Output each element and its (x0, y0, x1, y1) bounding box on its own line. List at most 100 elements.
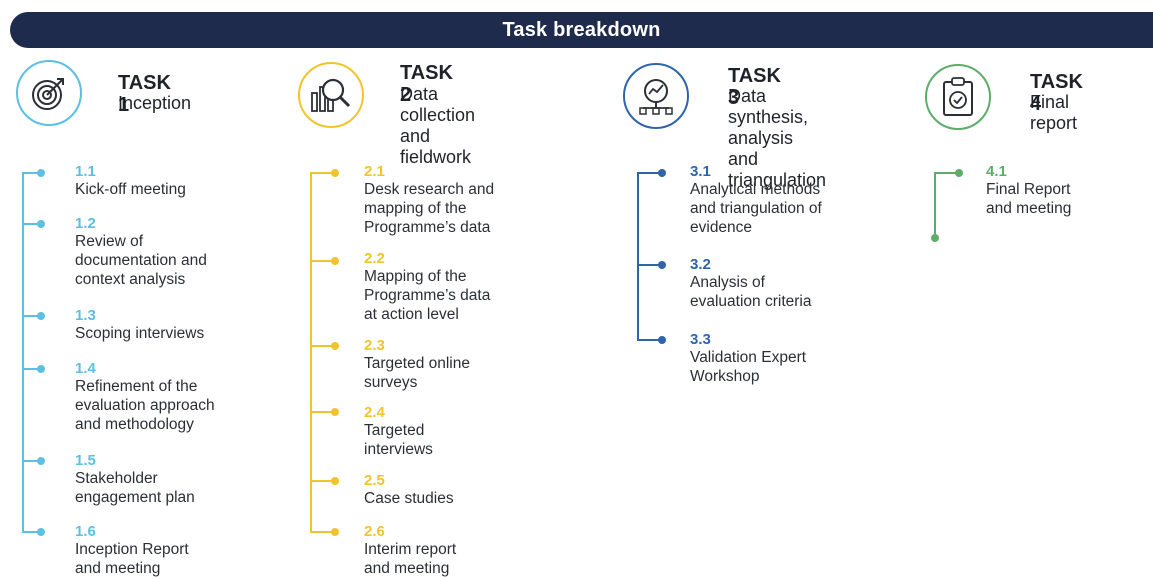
task-2-timeline-line (310, 172, 312, 532)
item-number: 1.1 (75, 163, 96, 180)
task-2-connector (310, 411, 332, 413)
task-1-dot (37, 169, 45, 177)
task-1-icon-circle (16, 60, 82, 126)
item-label: Interim report and meeting (364, 541, 457, 577)
task-1-title: TASK 1 (118, 72, 171, 116)
item-label: Scoping interviews (75, 325, 205, 342)
task-2-item: 2.1 Desk research and mapping of the Pro… (364, 163, 564, 237)
item-number: 1.3 (75, 307, 96, 324)
task-3-item: 3.1 Analytical methods and triangulation… (690, 163, 890, 237)
task-2-item: 2.6 Interim report and meeting (364, 523, 564, 578)
task-1-timeline-cap (22, 172, 40, 174)
item-number: 1.6 (75, 523, 96, 540)
task-breakdown-banner: Task breakdown (10, 12, 1153, 48)
task-2-icon-circle (298, 62, 364, 128)
task-2-subtitle: Data collection and fieldwork (400, 84, 476, 167)
task-1-dot (37, 528, 45, 536)
item-label: Validation Expert Workshop (690, 349, 807, 385)
task-4-timeline-line (934, 172, 936, 236)
item-label: Analysis of evaluation criteria (690, 274, 812, 310)
task-3-subtitle: Data synthesis, analysis and triangulati… (728, 86, 827, 190)
task-2-dot (331, 477, 339, 485)
item-label: Mapping of the Programme’s data at actio… (364, 268, 491, 323)
item-number: 3.2 (690, 256, 711, 273)
task-1-connector (22, 460, 40, 462)
item-label: Targeted online surveys (364, 355, 470, 391)
task-1-item: 1.3 Scoping interviews (75, 307, 275, 343)
task-3-icon-circle (623, 63, 689, 129)
clipboard-check-icon (943, 77, 973, 116)
task-2-connector (310, 480, 332, 482)
task-2-connector (310, 531, 332, 533)
task-1-dot (37, 365, 45, 373)
task-4-title: TASK 4 (1030, 71, 1083, 115)
item-label: Case studies (364, 490, 454, 507)
task-1-item: 1.6 Inception Report and meeting (75, 523, 275, 578)
task-1-connector (22, 531, 40, 533)
task-2-timeline-cap (310, 172, 332, 174)
item-number: 2.6 (364, 523, 385, 540)
item-number: 2.3 (364, 337, 385, 354)
task-1-item: 1.1 Kick-off meeting (75, 163, 275, 199)
task-4-timeline-cap (934, 172, 956, 174)
task-2-title: TASK 2 (400, 62, 453, 106)
task-4-subtitle: Final report (1030, 92, 1078, 133)
item-label: Analytical methods and triangulation of … (690, 181, 822, 236)
task-2-dot (331, 342, 339, 350)
task-3-dot (658, 261, 666, 269)
task-3-item: 3.2 Analysis of evaluation criteria (690, 256, 890, 311)
magnifier-chart-icon (311, 78, 351, 112)
analysis-magnifier-icon (639, 79, 673, 115)
item-label: Stakeholder engagement plan (75, 470, 195, 506)
item-number: 1.5 (75, 452, 96, 469)
task-1-connector (22, 368, 40, 370)
task-2-dot (331, 257, 339, 265)
item-number: 2.4 (364, 404, 385, 421)
item-label: Review of documentation and context anal… (75, 233, 207, 288)
task-4-dot (955, 169, 963, 177)
task-3-connector (637, 264, 659, 266)
task-2-dot (331, 408, 339, 416)
task-1-connector (22, 223, 40, 225)
task-2-dot (331, 528, 339, 536)
task-2-connector (310, 260, 332, 262)
item-number: 1.2 (75, 215, 96, 232)
task-2-item: 2.4 Targeted interviews (364, 404, 564, 459)
task-1-connector (22, 315, 40, 317)
task-1-timeline-line (22, 172, 24, 532)
task-1-dot (37, 220, 45, 228)
task-2-dot (331, 169, 339, 177)
item-number: 4.1 (986, 163, 1007, 180)
task-3-dot (658, 169, 666, 177)
task-3-connector (637, 339, 659, 341)
task-1-item: 1.2 Review of documentation and context … (75, 215, 275, 289)
task-3-timeline-cap (637, 172, 659, 174)
item-label: Inception Report and meeting (75, 541, 189, 577)
task-4-item: 4.1 Final Report and meeting (986, 163, 1153, 218)
item-label: Final Report and meeting (986, 181, 1072, 217)
task-2-item: 2.3 Targeted online surveys (364, 337, 564, 392)
item-number: 2.5 (364, 472, 385, 489)
task-2-item: 2.5 Case studies (364, 472, 564, 508)
item-number: 3.3 (690, 331, 711, 348)
target-icon (32, 78, 64, 110)
item-label: Targeted interviews (364, 422, 433, 458)
task-3-timeline-line (637, 172, 639, 340)
task-3-item: 3.3 Validation Expert Workshop (690, 331, 890, 386)
task-1-item: 1.5 Stakeholder engagement plan (75, 452, 275, 507)
item-number: 3.1 (690, 163, 711, 180)
task-1-dot (37, 312, 45, 320)
task-3-dot (658, 336, 666, 344)
task-3-title: TASK 3 (728, 65, 781, 109)
task-4-end-dot (931, 234, 939, 242)
task-2-connector (310, 345, 332, 347)
item-number: 2.1 (364, 163, 385, 180)
item-number: 2.2 (364, 250, 385, 267)
banner-title: Task breakdown (502, 18, 661, 41)
item-label: Kick-off meeting (75, 181, 186, 198)
item-label: Refinement of the evaluation approach an… (75, 378, 215, 433)
task-4-icon-circle (925, 64, 991, 130)
task-1-item: 1.4 Refinement of the evaluation approac… (75, 360, 275, 434)
task-1-subtitle: Inception (118, 93, 192, 113)
task-2-item: 2.2 Mapping of the Programme’s data at a… (364, 250, 564, 324)
